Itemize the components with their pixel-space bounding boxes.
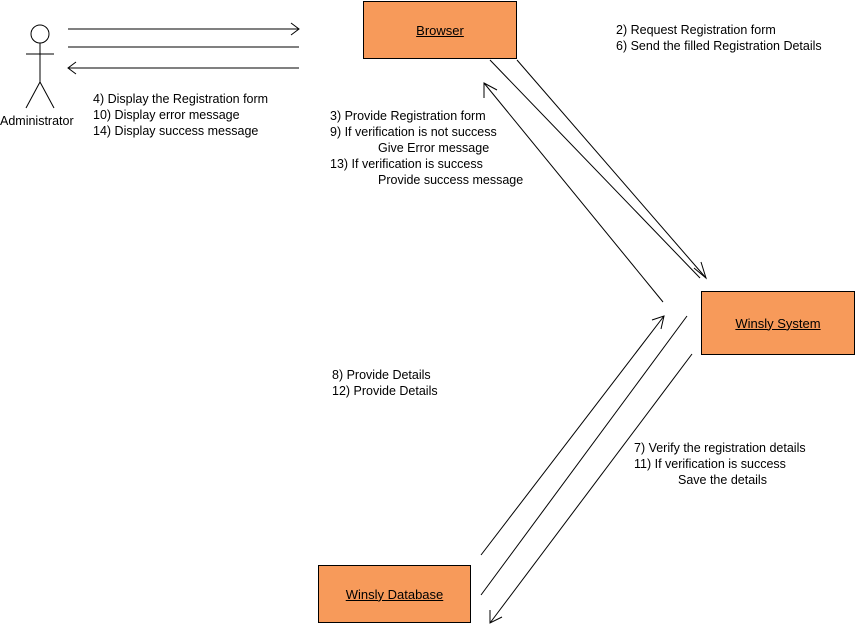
message-line: 14) Display success message — [93, 124, 259, 138]
message-line: 8) Provide Details — [332, 368, 431, 382]
actor-figure — [25, 24, 55, 109]
message-line: 4) Display the Registration form — [93, 92, 269, 106]
message-line: 2) Request Registration form — [616, 23, 776, 37]
message-line: 7) Verify the registration details — [634, 441, 806, 455]
message-line: 9) If verification is not success — [330, 125, 497, 139]
message-line: 6) Send the filled Registration Details — [616, 39, 822, 53]
message-line: Save the details — [678, 473, 767, 487]
label-admin-to-browser: 2) Request Registration form 6) Send the… — [616, 22, 822, 54]
label-system-to-browser: 3) Provide Registration form 9) If verif… — [330, 108, 523, 188]
message-line: 13) If verification is success — [330, 157, 483, 171]
label-system-to-database: 7) Verify the registration details 11) I… — [634, 440, 806, 488]
actor-label: Administrator — [0, 114, 74, 128]
label-database-to-system: 8) Provide Details 12) Provide Details — [332, 367, 438, 399]
message-line: 3) Provide Registration form — [330, 109, 486, 123]
actor-browser-arrows — [67, 22, 300, 75]
system-database-arrows — [480, 315, 693, 624]
browser-node[interactable]: Browser — [363, 1, 517, 59]
label-browser-to-admin: 4) Display the Registration form 10) Dis… — [93, 91, 268, 139]
message-line: Give Error message — [378, 141, 490, 155]
message-line: 12) Provide Details — [332, 384, 438, 398]
message-line: 10) Display error message — [93, 108, 240, 122]
message-line: 11) If verification is success — [634, 457, 786, 471]
winsly-system-node[interactable]: Winsly System — [701, 291, 855, 355]
winsly-database-node[interactable]: Winsly Database — [318, 565, 471, 623]
message-line: Provide success message — [378, 173, 524, 187]
browser-system-arrows — [483, 59, 707, 303]
